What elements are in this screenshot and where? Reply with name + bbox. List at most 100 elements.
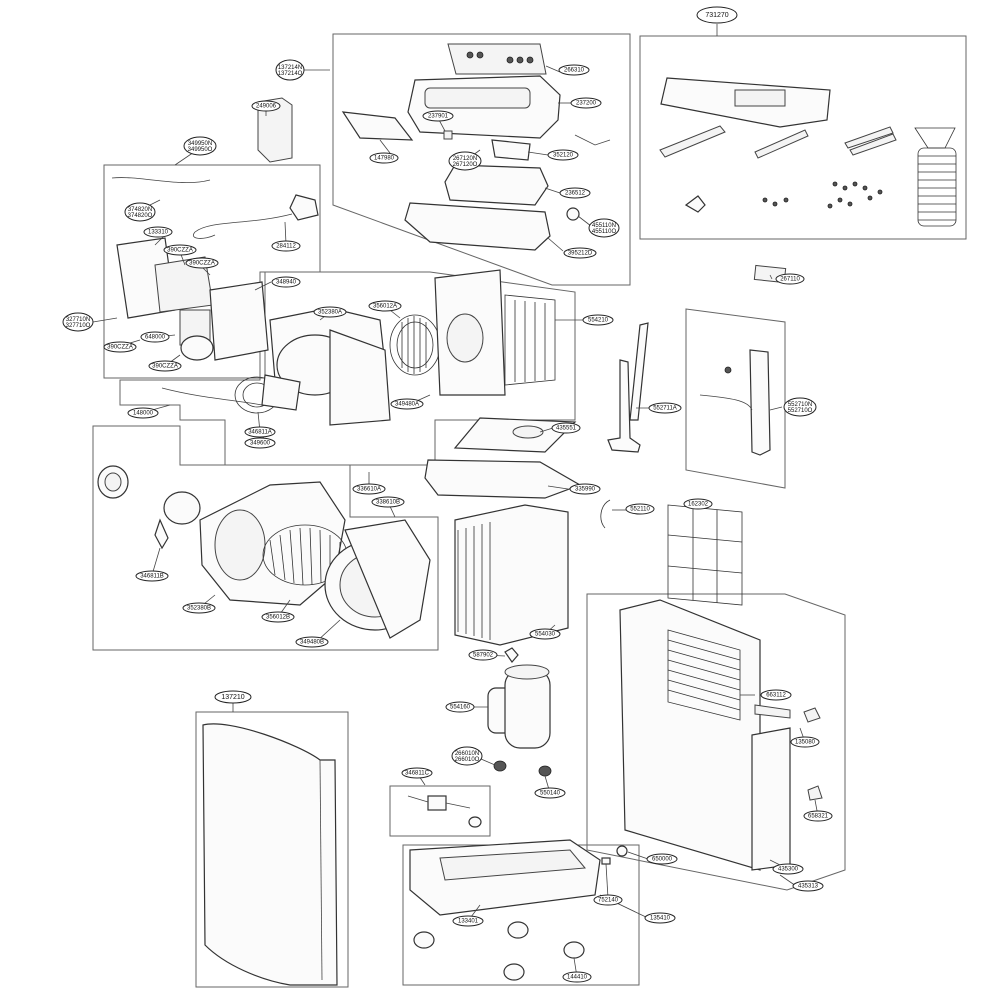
callout-336610a: 336610A [352,483,386,495]
callout-658321: 658321 [803,810,833,822]
callout-135410: 135410 [644,912,676,924]
callout-435313: 435313 [792,880,824,892]
svg-text:135080: 135080 [795,740,816,746]
svg-text:349600: 349600 [250,441,271,447]
svg-text:135410: 135410 [650,916,671,922]
callout-390czza-d: 390CZZA [148,360,182,372]
callout-435300: 435300 [772,863,804,875]
frame-front-cabinet [195,711,349,988]
svg-text:137210: 137210 [221,694,244,701]
callout-650000: 650000 [646,853,678,865]
callout-554030: 554030 [529,628,561,640]
callout-390czza-b: 390CZZA [185,257,219,269]
svg-text:336610A: 336610A [357,487,381,493]
svg-text:346811C: 346811C [405,771,430,777]
electrical-box-parts [111,97,319,406]
callout-752140: 752140 [593,894,623,906]
callout-554210: 554210 [582,314,614,326]
svg-text:284112: 284112 [276,244,296,250]
svg-text:552110: 552110 [630,507,650,513]
rear-cabinet-parts [619,599,823,871]
callout-162302: 162302 [683,498,713,510]
svg-text:390CZZA: 390CZZA [189,261,215,267]
svg-text:390CZZA: 390CZZA [167,248,193,254]
svg-text:266310: 266310 [564,68,585,74]
callout-348940: 348940 [271,276,301,288]
callout-147980: 147980 [369,152,399,164]
callout-648000: 648000 [140,331,170,343]
svg-text:249006: 249006 [256,104,277,110]
callout-266310: 266310 [558,64,590,76]
svg-text:236512: 236512 [565,191,586,197]
callout-731270: 731270 [696,6,738,24]
callout-550140: 550140 [534,787,566,799]
base-pan-parts [409,839,628,981]
callout-137210: 137210 [214,690,252,704]
svg-text:147980: 147980 [374,156,395,162]
callout-144410: 144410 [562,971,592,983]
svg-text:352380B: 352380B [187,606,211,612]
frame-rear-cabinet [586,593,846,891]
callout-349480b: 349480B [295,636,329,648]
callout-237901: 237901 [422,110,454,122]
frame-drain-tube [685,308,786,489]
svg-text:144410: 144410 [567,975,588,981]
svg-text:554160: 554160 [450,705,471,711]
svg-text:587902: 587902 [473,653,494,659]
svg-text:554030: 554030 [535,632,556,638]
callout-148000: 148000 [127,407,159,419]
control-panel-parts [341,43,611,251]
svg-text:237901: 237901 [428,114,449,120]
callout-356012a: 356012A [368,300,402,312]
svg-text:435300: 435300 [778,867,799,873]
callout-552711a: 552711A [648,402,682,414]
callout-390czza-a: 390CZZA [163,244,197,256]
callout-390czza-c: 390CZZA [103,341,137,353]
front-cabinet-parts [202,723,338,986]
svg-text:648000: 648000 [145,335,166,341]
frame-small-parts [389,785,491,837]
svg-text:346811A: 346811A [248,430,272,436]
callout-349480a: 349480A [390,398,424,410]
callout-346811b: 346811B [135,570,169,582]
svg-text:133401: 133401 [458,919,479,925]
frame-accessory-kit [639,35,967,240]
callout-395212: 395212D [563,247,597,259]
svg-text:162302: 162302 [688,502,709,508]
svg-text:663112: 663112 [766,693,786,699]
svg-text:554210: 554210 [588,318,609,324]
accessory-kit-parts [659,77,957,227]
callout-237200: 237200 [570,97,602,109]
callout-338610b: 338610B [371,496,405,508]
callout-267110: 267110 [775,273,805,285]
svg-text:348940: 348940 [276,280,297,286]
svg-text:349480A: 349480A [395,402,419,408]
small-parts [407,795,482,828]
svg-text:352120: 352120 [553,153,574,159]
callout-352380b: 352380B [182,602,216,614]
svg-text:390CZZA: 390CZZA [107,345,133,351]
svg-text:395212D: 395212D [568,251,593,257]
callout-554160: 554160 [445,701,475,713]
frame-control-panel [332,33,631,286]
drain-tube-parts [607,322,771,456]
svg-text:356012B: 356012B [266,615,290,621]
callout-249006: 249006 [251,100,281,112]
svg-text:352380A: 352380A [318,310,342,316]
callout-552110: 552110 [625,503,655,515]
callout-236512: 236512 [559,187,591,199]
